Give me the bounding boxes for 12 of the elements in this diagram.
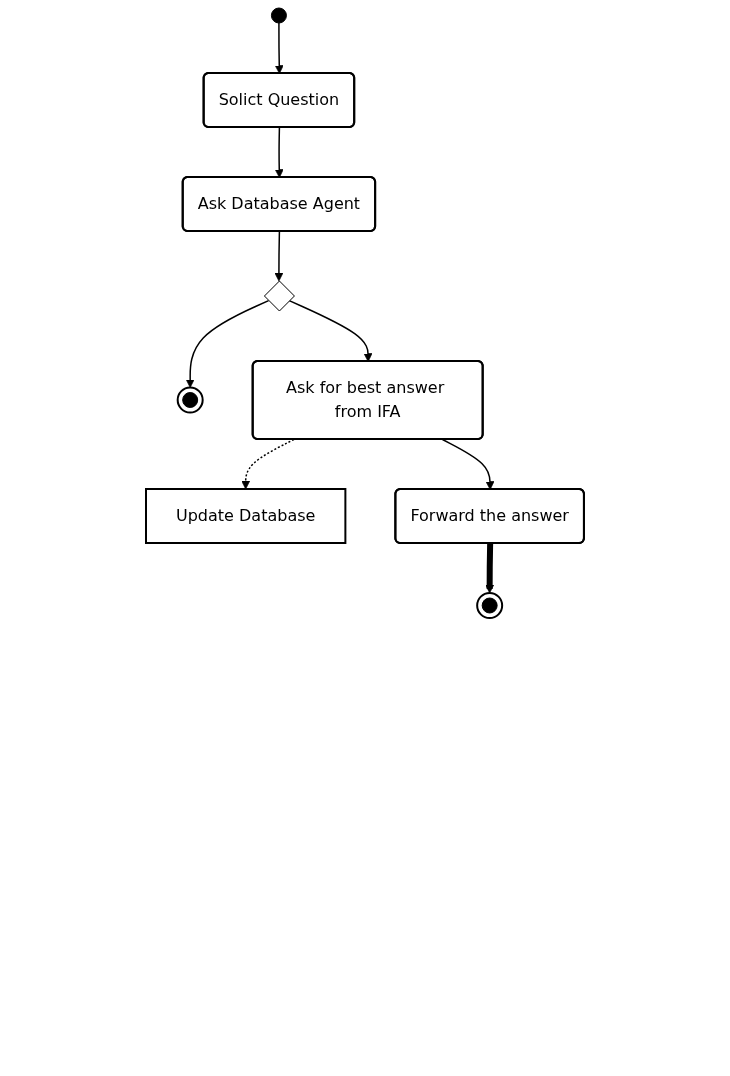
node-box: Update Database	[145, 488, 347, 544]
node-bullseye	[176, 386, 204, 414]
arrow	[274, 230, 284, 282]
arrow	[441, 438, 495, 490]
node-bullseye	[476, 592, 504, 619]
node-circle	[270, 7, 287, 24]
arrow	[274, 22, 284, 74]
arrow	[185, 299, 270, 388]
arrow	[485, 543, 495, 594]
arrow	[288, 299, 373, 362]
node-diamond	[263, 280, 295, 312]
arrow	[274, 126, 284, 178]
